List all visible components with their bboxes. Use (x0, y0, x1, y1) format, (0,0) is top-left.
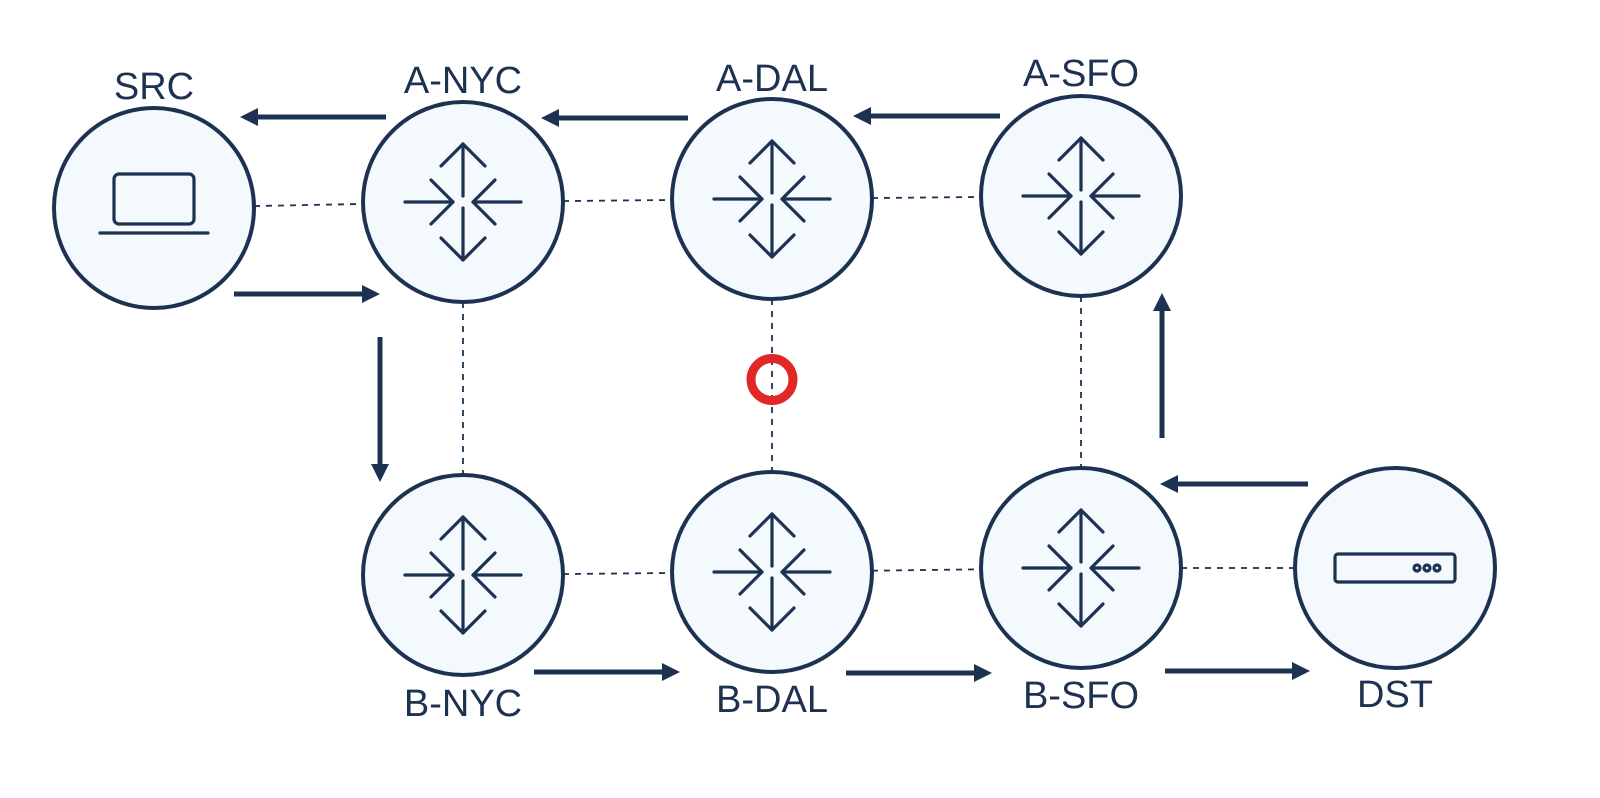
link-failure-icon (746, 354, 798, 405)
router-icon (1021, 508, 1141, 628)
link-a-nyc-a-dal (562, 199, 673, 202)
flow-arrow-a-nyc-to-b-nyc (371, 337, 389, 482)
nodes-layer (52, 94, 1497, 677)
node-src[interactable] (52, 106, 256, 310)
router-icon (1021, 136, 1141, 256)
node-circle-b-sfo (979, 466, 1183, 670)
node-b-sfo[interactable] (979, 466, 1183, 670)
node-label-dst: DST (1357, 674, 1433, 716)
node-label-b-nyc: B-NYC (404, 683, 522, 725)
flow-arrow-src-to-a-nyc (234, 285, 380, 303)
server-icon (1333, 552, 1457, 584)
link-b-nyc-b-dal (562, 572, 673, 575)
node-circle-a-nyc (361, 100, 565, 304)
router-icon (712, 512, 832, 632)
laptop-icon (98, 172, 210, 235)
link-a-dal-a-sfo (871, 196, 982, 199)
node-a-dal[interactable] (670, 97, 874, 301)
flows-layer (234, 107, 1310, 682)
links-layer (253, 196, 1295, 575)
node-a-sfo[interactable] (979, 94, 1183, 298)
node-dst[interactable] (1293, 466, 1497, 670)
node-label-a-sfo: A-SFO (1023, 53, 1139, 95)
node-circle-src (52, 106, 256, 310)
node-label-b-sfo: B-SFO (1023, 675, 1139, 717)
node-circle-dst (1293, 466, 1497, 670)
flow-arrow-b-dal-to-b-sfo (846, 664, 992, 682)
flow-arrow-dst-to-b-sfo (1160, 475, 1308, 493)
node-label-src: SRC (114, 66, 194, 108)
node-circle-b-nyc (361, 473, 565, 677)
flow-arrow-a-sfo-to-a-dal (853, 107, 1000, 125)
node-b-nyc[interactable] (361, 473, 565, 677)
router-icon (712, 139, 832, 259)
router-icon (403, 515, 523, 635)
labels-layer: SRC A-NYC A-DAL A-SFO B-NYC B-DAL B-SFO … (114, 53, 1433, 725)
flow-arrow-a-dal-to-a-nyc (541, 109, 688, 127)
flow-arrow-b-nyc-to-b-dal (534, 663, 680, 681)
node-circle-a-dal (670, 97, 874, 301)
flow-arrow-b-sfo-to-a-sfo (1153, 293, 1171, 438)
node-circle-b-dal (670, 470, 874, 674)
link-src-a-nyc (253, 203, 364, 207)
node-label-b-dal: B-DAL (716, 679, 828, 721)
flow-arrow-b-sfo-to-dst (1165, 662, 1310, 680)
node-label-a-nyc: A-NYC (404, 60, 522, 102)
flow-arrow-a-nyc-to-src (240, 108, 386, 126)
node-label-a-dal: A-DAL (716, 58, 828, 100)
node-a-nyc[interactable] (361, 100, 565, 304)
router-icon (403, 142, 523, 262)
fail-layer (746, 354, 798, 405)
node-b-dal[interactable] (670, 470, 874, 674)
node-circle-a-sfo (979, 94, 1183, 298)
link-b-dal-b-sfo (871, 568, 982, 572)
